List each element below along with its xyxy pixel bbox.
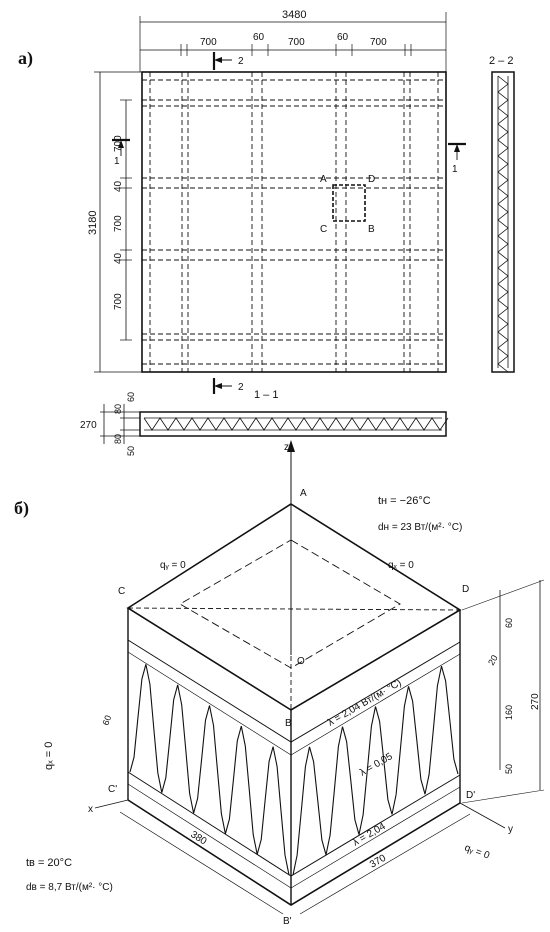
layer-lines — [127, 639, 461, 889]
sec-dim-270: 270 — [80, 420, 97, 431]
ribs-wave — [129, 664, 459, 876]
top-face — [126, 503, 462, 711]
pt-c-label: C — [320, 224, 327, 235]
dim-r-60: 60 — [504, 618, 514, 628]
dim-700-2: 700 — [288, 37, 305, 48]
right-dimension-lines — [461, 579, 545, 804]
box-vertical-edges — [127, 608, 461, 905]
qy-top: qᵧ = 0 — [160, 560, 186, 571]
pt-b-label: B — [368, 224, 375, 235]
dim-v-700-1: 700 — [113, 135, 124, 152]
section-mark-2-bottom-label: 2 — [238, 382, 244, 393]
dim-60-1: 60 — [253, 32, 265, 43]
section-11-label: 1 – 1 — [254, 389, 278, 401]
dim-r-20: 20 — [486, 653, 500, 667]
alpha-inside: dв = 8,7 Вт/(м²· °C) — [26, 882, 113, 893]
panel-a-label: а) — [18, 48, 33, 69]
dim-r-160: 160 — [504, 705, 514, 720]
dim-r-270: 270 — [530, 693, 541, 710]
dim-v-40-1: 40 — [113, 180, 124, 192]
dim-total-width: 3480 — [282, 9, 306, 21]
dim-v-700-2: 700 — [113, 215, 124, 232]
alpha-outside: dн = 23 Вт/(м²· °C) — [378, 522, 462, 533]
pt-a-3d: A — [300, 488, 307, 499]
sec-dim-80b: 80 — [113, 434, 123, 444]
dim-700-3: 700 — [370, 37, 387, 48]
section-mark-2-bottom — [212, 378, 232, 394]
top-dimension-lines — [139, 12, 447, 72]
axis-z-label: z — [284, 442, 289, 453]
plate-outline — [141, 71, 447, 373]
qy-bottom: qᵧ = 0 — [463, 842, 491, 861]
bottom-edges — [127, 799, 461, 906]
dim-700-1: 700 — [200, 37, 217, 48]
left-dimension-lines — [94, 71, 142, 373]
pt-d1-3d: D' — [466, 790, 475, 801]
rib-grid — [142, 72, 446, 372]
element-abcd — [332, 184, 366, 222]
pt-a-label: A — [320, 174, 327, 185]
dim-380: 380 — [188, 829, 208, 847]
pt-d-3d: D — [462, 584, 469, 595]
top-face-inner — [179, 539, 401, 669]
section-22-drawing — [491, 71, 515, 373]
section-mark-2-top-label: 2 — [238, 56, 244, 67]
pt-c-3d: C — [118, 586, 125, 597]
t-inside: tв = 20°C — [26, 857, 72, 869]
sec-dim-80a: 80 — [113, 404, 123, 414]
t-outside: tн = −26°C — [378, 495, 431, 507]
pt-b1-3d: B' — [283, 916, 292, 927]
pt-d-label: D — [368, 174, 375, 185]
section-mark-1-left-label: 1 — [114, 156, 120, 167]
axis-x-label: x — [88, 804, 93, 815]
section-11-drawing — [100, 404, 449, 444]
section-mark-1-left — [112, 138, 130, 156]
section-mark-2-top — [212, 52, 232, 70]
sec-dim-50: 50 — [126, 446, 136, 456]
dim-total-height: 3180 — [87, 211, 99, 235]
pt-c1-3d: C' — [108, 784, 117, 795]
dim-r-50: 50 — [504, 764, 514, 774]
qx-top: qₓ = 0 — [388, 560, 414, 571]
pt-b-3d: B — [285, 718, 292, 729]
section-mark-1-right — [448, 142, 466, 160]
sec-dim-60: 60 — [126, 392, 136, 402]
dim-left-60: 60 — [100, 714, 113, 727]
axis-y-label: y — [508, 824, 513, 835]
panel-b-label: б) — [14, 498, 29, 519]
dim-v-700-3: 700 — [113, 293, 124, 310]
dim-v-40-2: 40 — [113, 252, 124, 264]
lambda-mid: λ = 0,05 — [358, 751, 395, 779]
dim-60-2: 60 — [337, 32, 349, 43]
qx-left: qₓ = 0 — [43, 742, 55, 770]
section-mark-1-right-label: 1 — [452, 164, 458, 175]
lambda-top: λ = 2,04 Вт/(м· °C) — [326, 677, 404, 728]
pt-o-3d: O — [297, 656, 305, 667]
section-22-label: 2 – 2 — [489, 55, 513, 67]
